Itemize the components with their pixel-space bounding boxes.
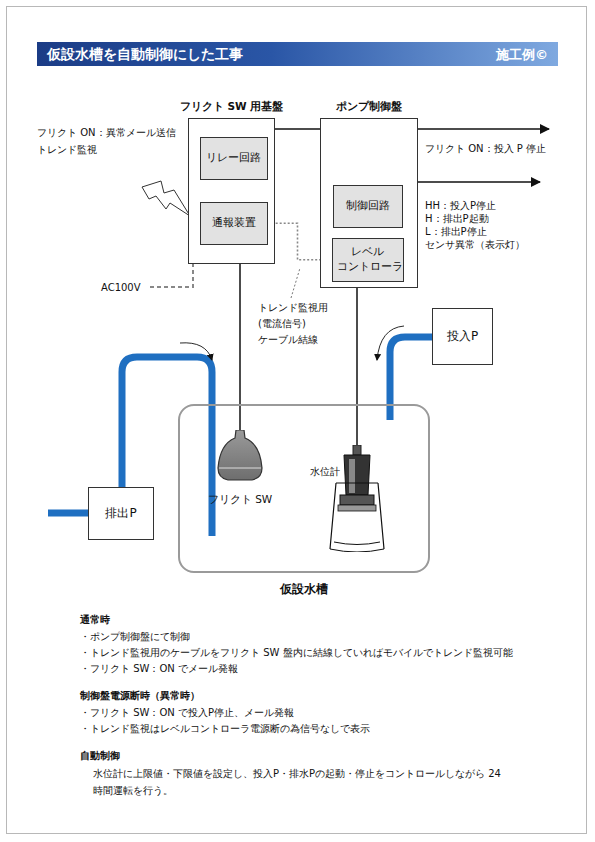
control-board-heading: フリクト SW 用基盤: [180, 100, 283, 114]
wireless-symbol: [142, 181, 190, 216]
sensor-cable-gland: [353, 445, 361, 455]
pump-control-panel-heading: ポンプ制御盤: [336, 100, 402, 114]
pump-control-panel: ポンプ制御盤制御回路レベル コントローラ: [320, 118, 418, 288]
signal-text: フリクト ON：投入 P 停止: [425, 142, 546, 156]
sensor-label: 水位計: [310, 465, 340, 479]
note-text: トレンド監視: [37, 143, 97, 157]
signal-arrow: [418, 181, 540, 182]
callout-text: トレンド監視用 (電流信号) ケーブル結線: [256, 300, 340, 348]
inlet-pipe: [390, 337, 432, 420]
float-body: [218, 430, 262, 480]
float-switch: フリクト SW: [200, 430, 280, 510]
level-controller-box: レベル コントローラ: [332, 238, 404, 282]
float-switch-label: フリクト SW: [200, 492, 280, 506]
float-seam: [219, 468, 261, 469]
bullet-text: ・ポンプ制御盤にて制御: [80, 630, 190, 644]
discharge-pump-box-text: 排出P: [105, 505, 136, 521]
title-band: 仮設水槽を自動制御にした工事: [37, 42, 558, 66]
title-text: 仮設水槽を自動制御にした工事: [47, 46, 243, 64]
flow-arrow: [377, 326, 404, 360]
example-tag: 施工例©: [496, 46, 548, 64]
bullet-text: ・トレンド監視はレベルコントローラ電源断の為信号なしで表示: [80, 722, 370, 736]
sensor-cone-rim: [330, 542, 384, 552]
bullet-text: ・フリクト SW：ON でメール発報: [80, 662, 238, 676]
signal-text: HH：投入P停止: [425, 199, 496, 213]
control-board: フリクト SW 用基盤リレー回路通報装置: [188, 118, 275, 264]
level-controller-box-text: レベル コントローラ: [337, 245, 399, 275]
signal-cable: [356, 288, 358, 445]
discharge-pump-box: 排出P: [88, 487, 154, 540]
bullet-text: ・フリクト SW：ON で投入P停止、メール発報: [80, 706, 294, 720]
power-label: AC100V: [101, 281, 141, 295]
control-circuit-box-text: 制御回路: [346, 199, 390, 214]
sensor-face: [338, 505, 376, 511]
level-sensor-symbol: [312, 445, 402, 552]
water-level-sensor: 水位計: [312, 445, 402, 552]
discharge-pipe: [48, 510, 88, 517]
relay-circuit-box-text: リレー回路: [206, 151, 261, 166]
sensor-cone: [330, 483, 384, 549]
signal-text: H：排出P起動: [425, 212, 489, 226]
relay-circuit-box: リレー回路: [200, 137, 268, 180]
notifier-box: 通報装置: [200, 202, 268, 245]
notifier-box-text: 通報装置: [212, 216, 256, 231]
temporary-tank: 仮設水槽フリクト SW水位計: [178, 404, 430, 573]
section-heading: 通常時: [80, 613, 110, 627]
control-circuit-box: 制御回路: [333, 185, 403, 228]
signal-text: センサ異常（表示灯）: [425, 238, 525, 252]
inlet-pump-box-text: 投入P: [447, 328, 478, 344]
temporary-tank-heading: 仮設水槽: [280, 581, 328, 598]
inlet-pump-box: 投入P: [432, 308, 493, 365]
section-heading: 自動制御: [80, 749, 120, 763]
bullet-text: ・トレンド監視用のケーブルをフリクト SW 盤内に結線していればモバイルでトレン…: [80, 646, 513, 660]
power-wire: [150, 264, 193, 287]
note-text: フリクト ON：異常メール送信: [37, 126, 176, 140]
section-heading: 制御盤電源断時（異常時）: [80, 689, 200, 703]
leader-line: [291, 268, 300, 298]
sensor-head: [340, 495, 374, 505]
sensor-highlight: [349, 459, 355, 493]
sensor-body: [344, 455, 370, 495]
flow-arrow: [180, 343, 212, 360]
signal-text: L：排出P停止: [425, 225, 487, 239]
float-switch-symbol: [200, 430, 280, 486]
paragraph-text: 水位計に上限値・下限値を設定し、投入P・排水Pの起動・停止をコントロールしながら…: [93, 766, 513, 799]
